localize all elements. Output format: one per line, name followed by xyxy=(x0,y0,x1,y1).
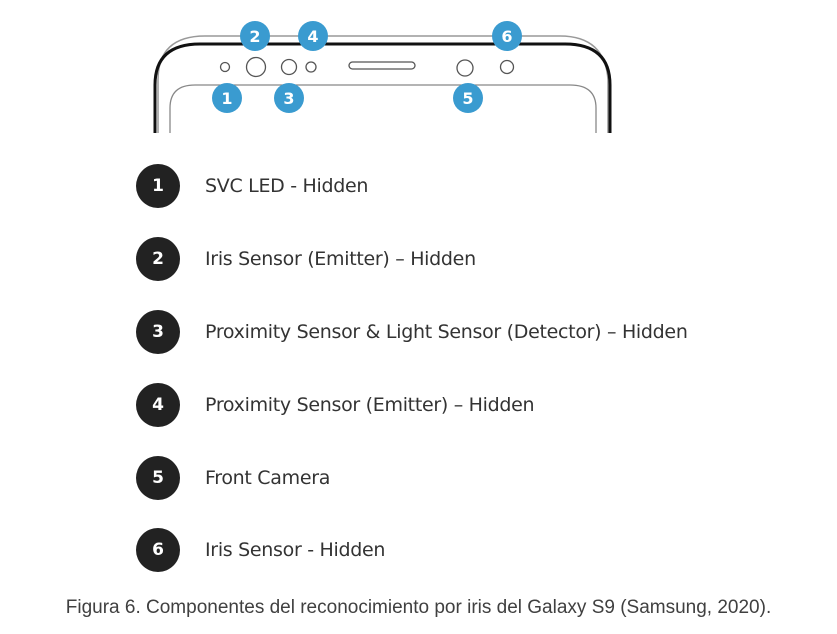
earpiece-icon xyxy=(348,61,416,70)
marker-label: 5 xyxy=(462,89,473,108)
legend-number-badge: 6 xyxy=(136,528,180,572)
marker-circle xyxy=(240,21,270,51)
proximity-emitter-icon xyxy=(305,61,317,73)
legend-number-badge: 3 xyxy=(136,310,180,354)
marker-5: 5 xyxy=(453,83,483,113)
proximity-detector-icon xyxy=(280,58,298,76)
iris-sensor-icon xyxy=(499,59,515,75)
marker-circle xyxy=(453,83,483,113)
legend-label: SVC LED - Hidden xyxy=(205,175,369,197)
front-camera-icon xyxy=(456,59,474,77)
phone-body-outline xyxy=(153,42,612,133)
marker-3: 3 xyxy=(274,83,304,113)
marker-label: 3 xyxy=(283,89,294,108)
marker-1: 1 xyxy=(212,83,242,113)
marker-2: 2 xyxy=(240,21,270,51)
marker-label: 6 xyxy=(501,27,512,46)
marker-4: 4 xyxy=(298,21,328,51)
marker-circle xyxy=(298,21,328,51)
legend-item: 2 Iris Sensor (Emitter) – Hidden xyxy=(136,237,476,281)
phone-screen-outline xyxy=(169,84,597,133)
legend-label: Proximity Sensor (Emitter) – Hidden xyxy=(205,394,535,416)
marker-label: 4 xyxy=(307,27,318,46)
legend-label: Iris Sensor (Emitter) – Hidden xyxy=(205,248,476,270)
figure-caption: Figura 6. Componentes del reconocimiento… xyxy=(65,597,772,618)
legend-item: 1 SVC LED - Hidden xyxy=(136,164,368,208)
marker-label: 2 xyxy=(249,27,260,46)
phone-top-diagram: 1 2 3 4 5 6 xyxy=(153,21,612,133)
legend-number-badge: 4 xyxy=(136,383,180,427)
svc-led-icon xyxy=(219,61,231,73)
iris-emitter-icon xyxy=(245,56,267,78)
marker-circle xyxy=(274,83,304,113)
marker-circle xyxy=(212,83,242,113)
legend-number-badge: 5 xyxy=(136,456,180,500)
legend-label: Proximity Sensor & Light Sensor (Detecto… xyxy=(205,321,688,343)
legend-label: Front Camera xyxy=(205,467,331,489)
legend-label: Iris Sensor - Hidden xyxy=(205,539,386,561)
marker-circle xyxy=(492,21,522,51)
legend-number-badge: 2 xyxy=(136,237,180,281)
marker-label: 1 xyxy=(221,89,232,108)
legend-item: 4 Proximity Sensor (Emitter) – Hidden xyxy=(136,383,535,427)
legend-item: 6 Iris Sensor - Hidden xyxy=(136,528,385,572)
legend-item: 5 Front Camera xyxy=(136,456,330,500)
marker-6: 6 xyxy=(492,21,522,51)
legend-number-badge: 1 xyxy=(136,164,180,208)
legend-item: 3 Proximity Sensor & Light Sensor (Detect… xyxy=(136,310,688,354)
